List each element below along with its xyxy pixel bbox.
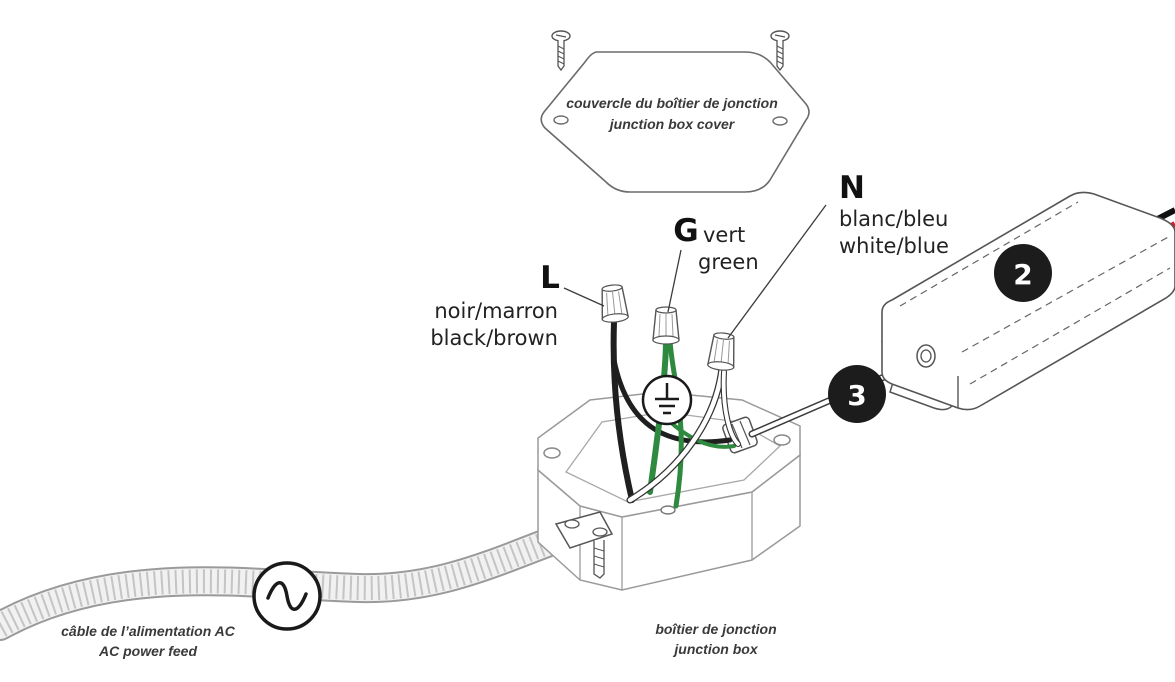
ac-power-cable <box>0 523 575 641</box>
box-mount-hole-right <box>773 434 791 446</box>
screw-icon <box>770 30 790 72</box>
ground-symbol-icon <box>641 374 693 426</box>
svg-text:2: 2 <box>1013 258 1032 291</box>
wire-nut-live <box>601 284 630 323</box>
junction-box-label-fr: boîtier de jonction <box>655 621 776 637</box>
neutral-label-en: white/blue <box>839 234 949 258</box>
ground-letter: G <box>673 213 698 249</box>
junction-box-cover: couvercle du boîtier de jonction junctio… <box>540 51 810 193</box>
live-wire <box>610 319 635 503</box>
neutral-letter: N <box>839 170 865 206</box>
wire-nut-ground <box>652 306 680 345</box>
power-feed-label-fr: câble de l’alimentation AC <box>61 623 236 639</box>
cover-screw-hole-left <box>553 115 569 125</box>
box-mount-hole-left <box>543 447 561 459</box>
wire-nut-neutral <box>706 332 735 371</box>
live-letter: L <box>540 260 560 296</box>
svg-text:3: 3 <box>847 379 866 412</box>
ground-label-en: green <box>698 250 759 274</box>
junction-box-label-en: junction box <box>672 641 758 657</box>
cover-screw-hole-right <box>772 116 788 126</box>
badge-driver: 2 <box>994 244 1052 302</box>
neutral-label-fr: blanc/bleu <box>839 207 948 231</box>
power-feed-label-en: AC power feed <box>98 643 197 659</box>
badge-cable: 3 <box>828 365 886 423</box>
live-label-fr: noir/marron <box>434 299 558 323</box>
cover-label-fr: couvercle du boîtier de jonction <box>566 95 778 111</box>
ground-label-fr: vert <box>703 223 745 247</box>
ac-symbol-icon <box>252 561 322 631</box>
cover-label-en: junction box cover <box>608 116 736 132</box>
screw-icon <box>551 30 571 72</box>
cable-clamp <box>554 511 614 579</box>
live-label-en: black/brown <box>430 326 558 350</box>
